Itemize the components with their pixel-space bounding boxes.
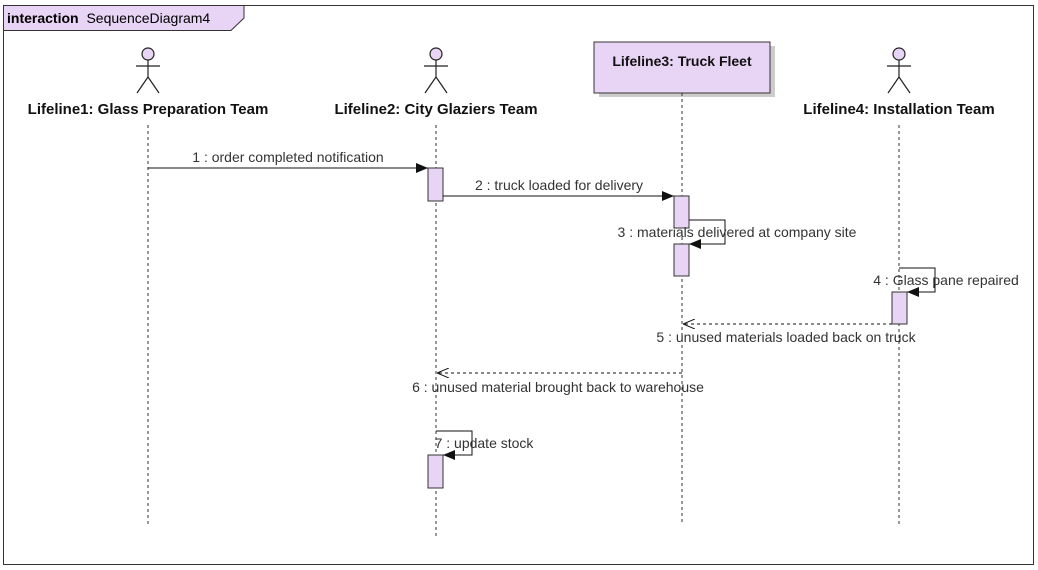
message-4-arrow <box>899 267 936 297</box>
message-1[interactable]: 1 : order completed notification <box>148 149 428 173</box>
message-1-label: 1 : order completed notification <box>192 149 383 165</box>
message-3-arrow <box>689 219 726 249</box>
message-6-label: 6 : unused material brought back to ware… <box>412 379 704 395</box>
lifeline-1[interactable]: Lifeline1: Glass Preparation Team <box>28 47 269 525</box>
frame-name: SequenceDiagram4 <box>86 10 210 26</box>
activation-bar <box>673 243 690 277</box>
message-4[interactable]: 4 : Glass pane repaired <box>873 267 1019 297</box>
message-4-label: 4 : Glass pane repaired <box>873 272 1019 288</box>
activation-bar <box>891 291 908 325</box>
lifeline-1-label: Lifeline1: Glass Preparation Team <box>28 101 269 118</box>
activation-bar <box>673 195 690 229</box>
message-7-arrow <box>436 430 473 460</box>
actor-icon <box>887 47 911 94</box>
actor-icon <box>424 47 448 94</box>
svg-text:interaction SequenceDiagra: interaction SequenceDiagram4 <box>7 10 210 26</box>
lifeline-3-box <box>593 41 771 94</box>
message-3[interactable]: 3 : materials delivered at company site <box>618 219 857 249</box>
message-7[interactable]: 7 : update stock <box>435 430 535 460</box>
message-5[interactable]: 5 : unused materials loaded back on truc… <box>656 324 917 345</box>
actor-icon <box>136 47 160 94</box>
lifeline-3-label: Lifeline3: Truck Fleet <box>612 53 752 69</box>
activation-bar <box>427 454 444 489</box>
message-7-label: 7 : update stock <box>435 435 535 451</box>
message-2-label: 2 : truck loaded for delivery <box>475 177 643 193</box>
frame-keyword: interaction <box>7 10 79 26</box>
frame-tag <box>3 5 245 31</box>
activation-bar <box>427 167 444 202</box>
message-5-label: 5 : unused materials loaded back on truc… <box>656 329 916 345</box>
lifeline-4[interactable]: Lifeline4: Installation Team <box>803 47 995 525</box>
lifeline-2-label: Lifeline2: City Glaziers Team <box>334 101 537 118</box>
message-6[interactable]: 6 : unused material brought back to ware… <box>412 373 704 395</box>
message-2[interactable]: 2 : truck loaded for delivery <box>443 177 674 201</box>
lifeline-4-label: Lifeline4: Installation Team <box>803 101 994 118</box>
message-3-label: 3 : materials delivered at company site <box>618 224 857 240</box>
interaction-frame <box>3 5 1034 565</box>
lifeline-3[interactable]: Lifeline3: Truck Fleet <box>593 41 775 525</box>
